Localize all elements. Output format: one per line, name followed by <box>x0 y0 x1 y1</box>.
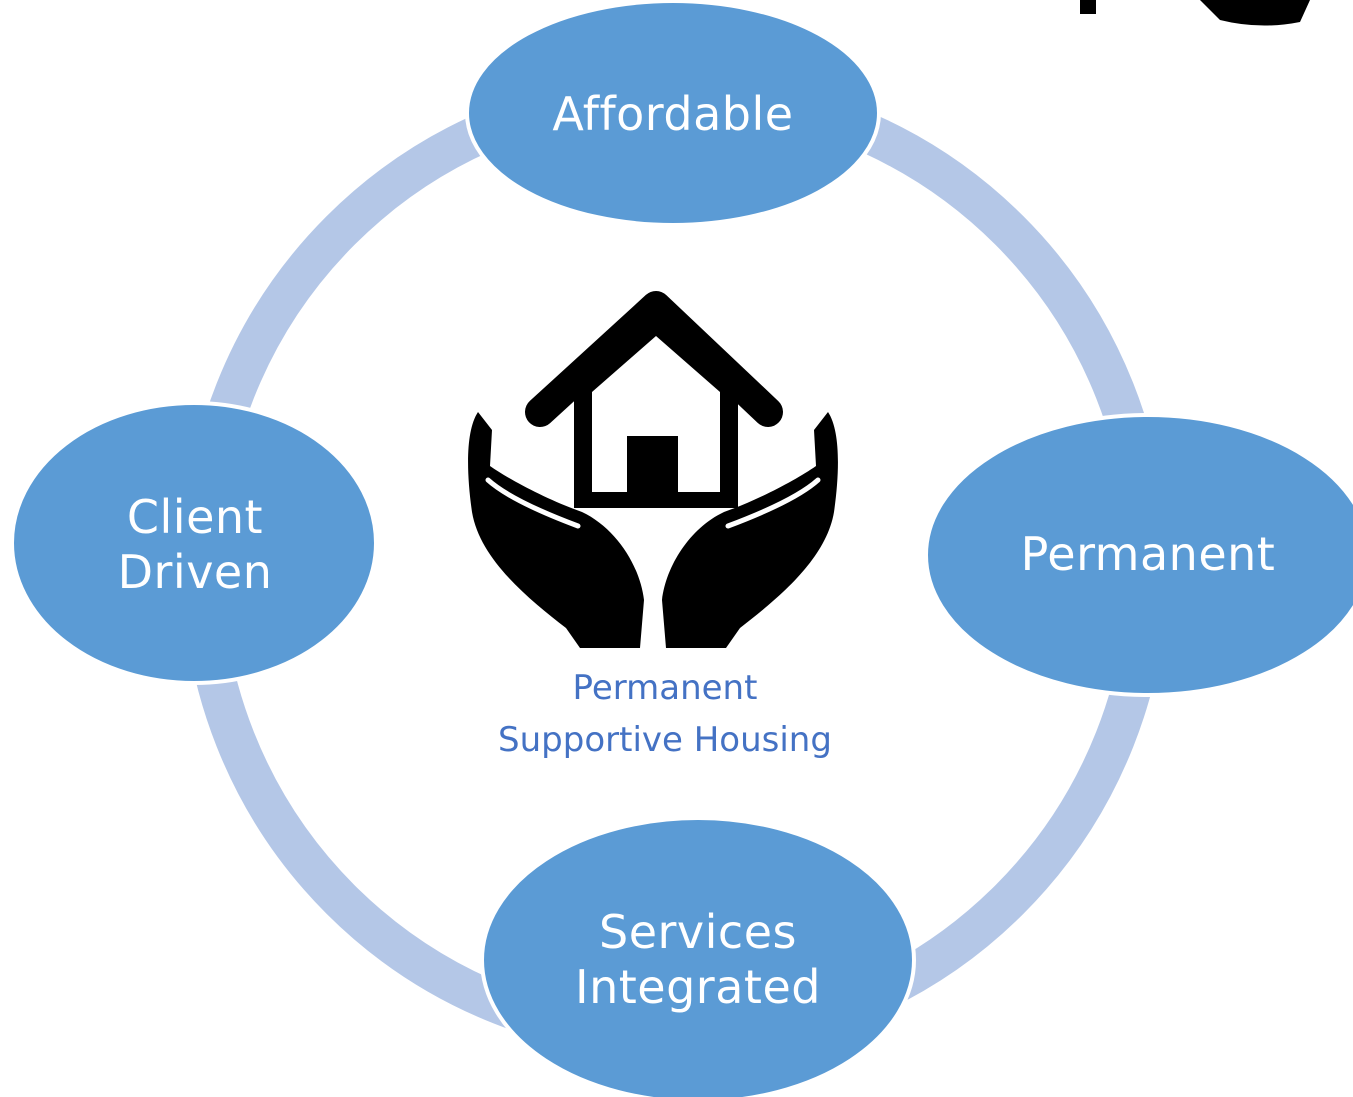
center-caption-line2: Supportive Housing <box>498 720 832 760</box>
node-services-integrated: Services Integrated <box>520 890 876 1030</box>
node-client-driven: Client Driven <box>40 475 350 615</box>
center-caption-line1: Permanent <box>572 668 758 708</box>
node-affordable-shape <box>465 0 881 227</box>
node-affordable-label: Affordable <box>552 87 794 142</box>
node-affordable: Affordable <box>495 60 851 170</box>
node-client-driven-shape <box>10 401 378 685</box>
node-permanent-shape <box>924 413 1353 697</box>
cropped-heading-remnant <box>1080 0 1310 26</box>
house-in-hands-icon <box>468 291 838 648</box>
node-client-label-line2: Driven <box>117 545 273 599</box>
node-permanent-label: Permanent <box>1020 527 1276 582</box>
node-client-label-line1: Client <box>126 489 264 544</box>
center-caption: Permanent Supportive Housing <box>420 662 910 766</box>
node-permanent: Permanent <box>960 500 1336 610</box>
node-services-label-line2: Integrated <box>575 960 821 1014</box>
node-services-label-line1: Services <box>599 904 797 959</box>
node-services-integrated-shape <box>480 816 916 1097</box>
